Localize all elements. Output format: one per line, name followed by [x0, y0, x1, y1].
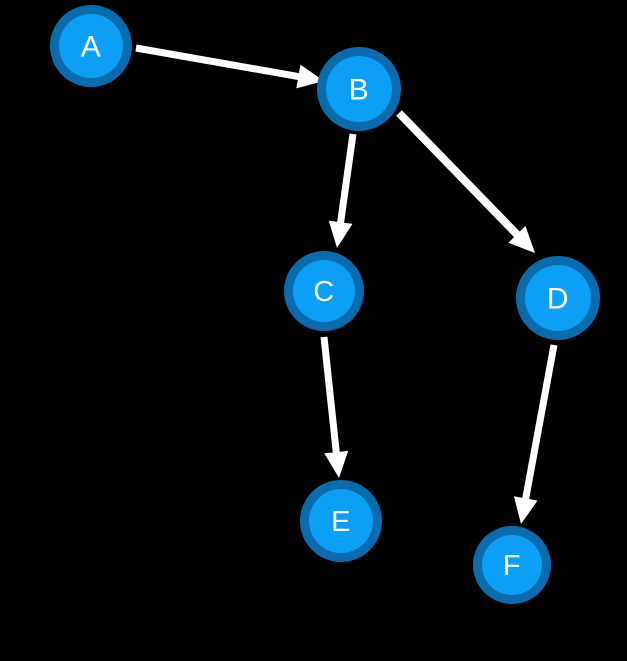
graph-node-d[interactable]: D: [516, 256, 600, 340]
node-label: E: [331, 506, 351, 538]
edge-arrowhead-icon: [324, 450, 349, 478]
graph-node-e[interactable]: E: [300, 480, 382, 562]
edge-shaft: [135, 44, 302, 81]
edge-arrowhead-icon: [296, 64, 324, 89]
node-label: F: [503, 550, 521, 582]
node-core: [59, 14, 123, 78]
edge-shaft: [336, 133, 357, 226]
graph-node-b[interactable]: B: [317, 47, 401, 131]
edge-arrowhead-icon: [513, 496, 538, 524]
edge-arrowhead-icon: [508, 225, 535, 253]
graph-node-a[interactable]: A: [50, 5, 132, 87]
graph-node-c[interactable]: C: [284, 251, 364, 331]
graph-edge-b-c: [328, 133, 357, 248]
edge-shaft: [521, 344, 558, 503]
edge-arrowhead-icon: [328, 220, 353, 248]
node-core: [293, 260, 355, 322]
edge-shaft: [320, 336, 341, 456]
node-core: [482, 535, 542, 595]
nodes-layer: A B C D E F: [50, 5, 600, 604]
node-core: [525, 265, 591, 331]
graph-edge-b-d: [396, 110, 535, 253]
graph-edge-c-e: [320, 336, 349, 478]
edges-layer: [135, 44, 558, 524]
node-core: [309, 489, 373, 553]
node-core: [326, 56, 392, 122]
graph-edge-a-b: [135, 44, 324, 89]
node-label: D: [547, 283, 569, 316]
node-label: B: [349, 74, 370, 107]
edge-shaft: [396, 110, 522, 240]
node-label: A: [81, 31, 102, 64]
node-label: C: [313, 276, 334, 308]
graph-edge-d-f: [513, 344, 558, 524]
graph-node-f[interactable]: F: [473, 526, 551, 604]
